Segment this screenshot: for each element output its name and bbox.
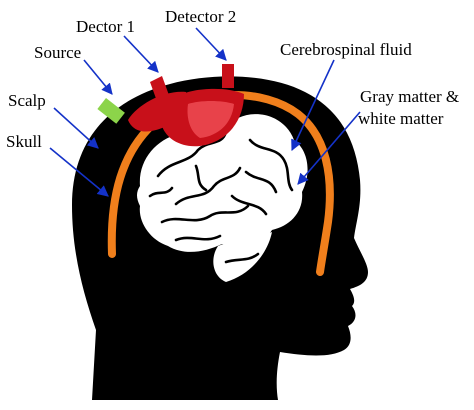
arrow-skull <box>49 147 109 197</box>
arrow-detector2 <box>195 27 227 61</box>
arrow-scalp <box>53 107 99 149</box>
detectors <box>128 64 244 147</box>
arrow-csf <box>291 59 335 152</box>
label-detector-1: Dector 1 <box>76 17 135 36</box>
arrow-matter <box>297 111 361 185</box>
arrow-detector1 <box>123 35 159 73</box>
source-optode <box>97 98 125 124</box>
label-source: Source <box>34 43 81 62</box>
label-detector-2: Detector 2 <box>165 7 236 26</box>
cerebellum <box>213 232 272 282</box>
label-scalp: Scalp <box>8 91 46 110</box>
detector-2-inner <box>187 101 234 138</box>
label-csf: Cerebrospinal fluid <box>280 40 412 59</box>
label-matter-line2: white matter <box>358 109 444 128</box>
label-skull: Skull <box>6 132 42 151</box>
annotation-arrows <box>49 27 361 197</box>
arrow-source <box>83 59 113 95</box>
label-matter-line1: Gray matter & <box>360 87 459 106</box>
brain-folds <box>148 130 294 264</box>
brain <box>137 113 308 282</box>
skull-layer <box>107 91 334 276</box>
